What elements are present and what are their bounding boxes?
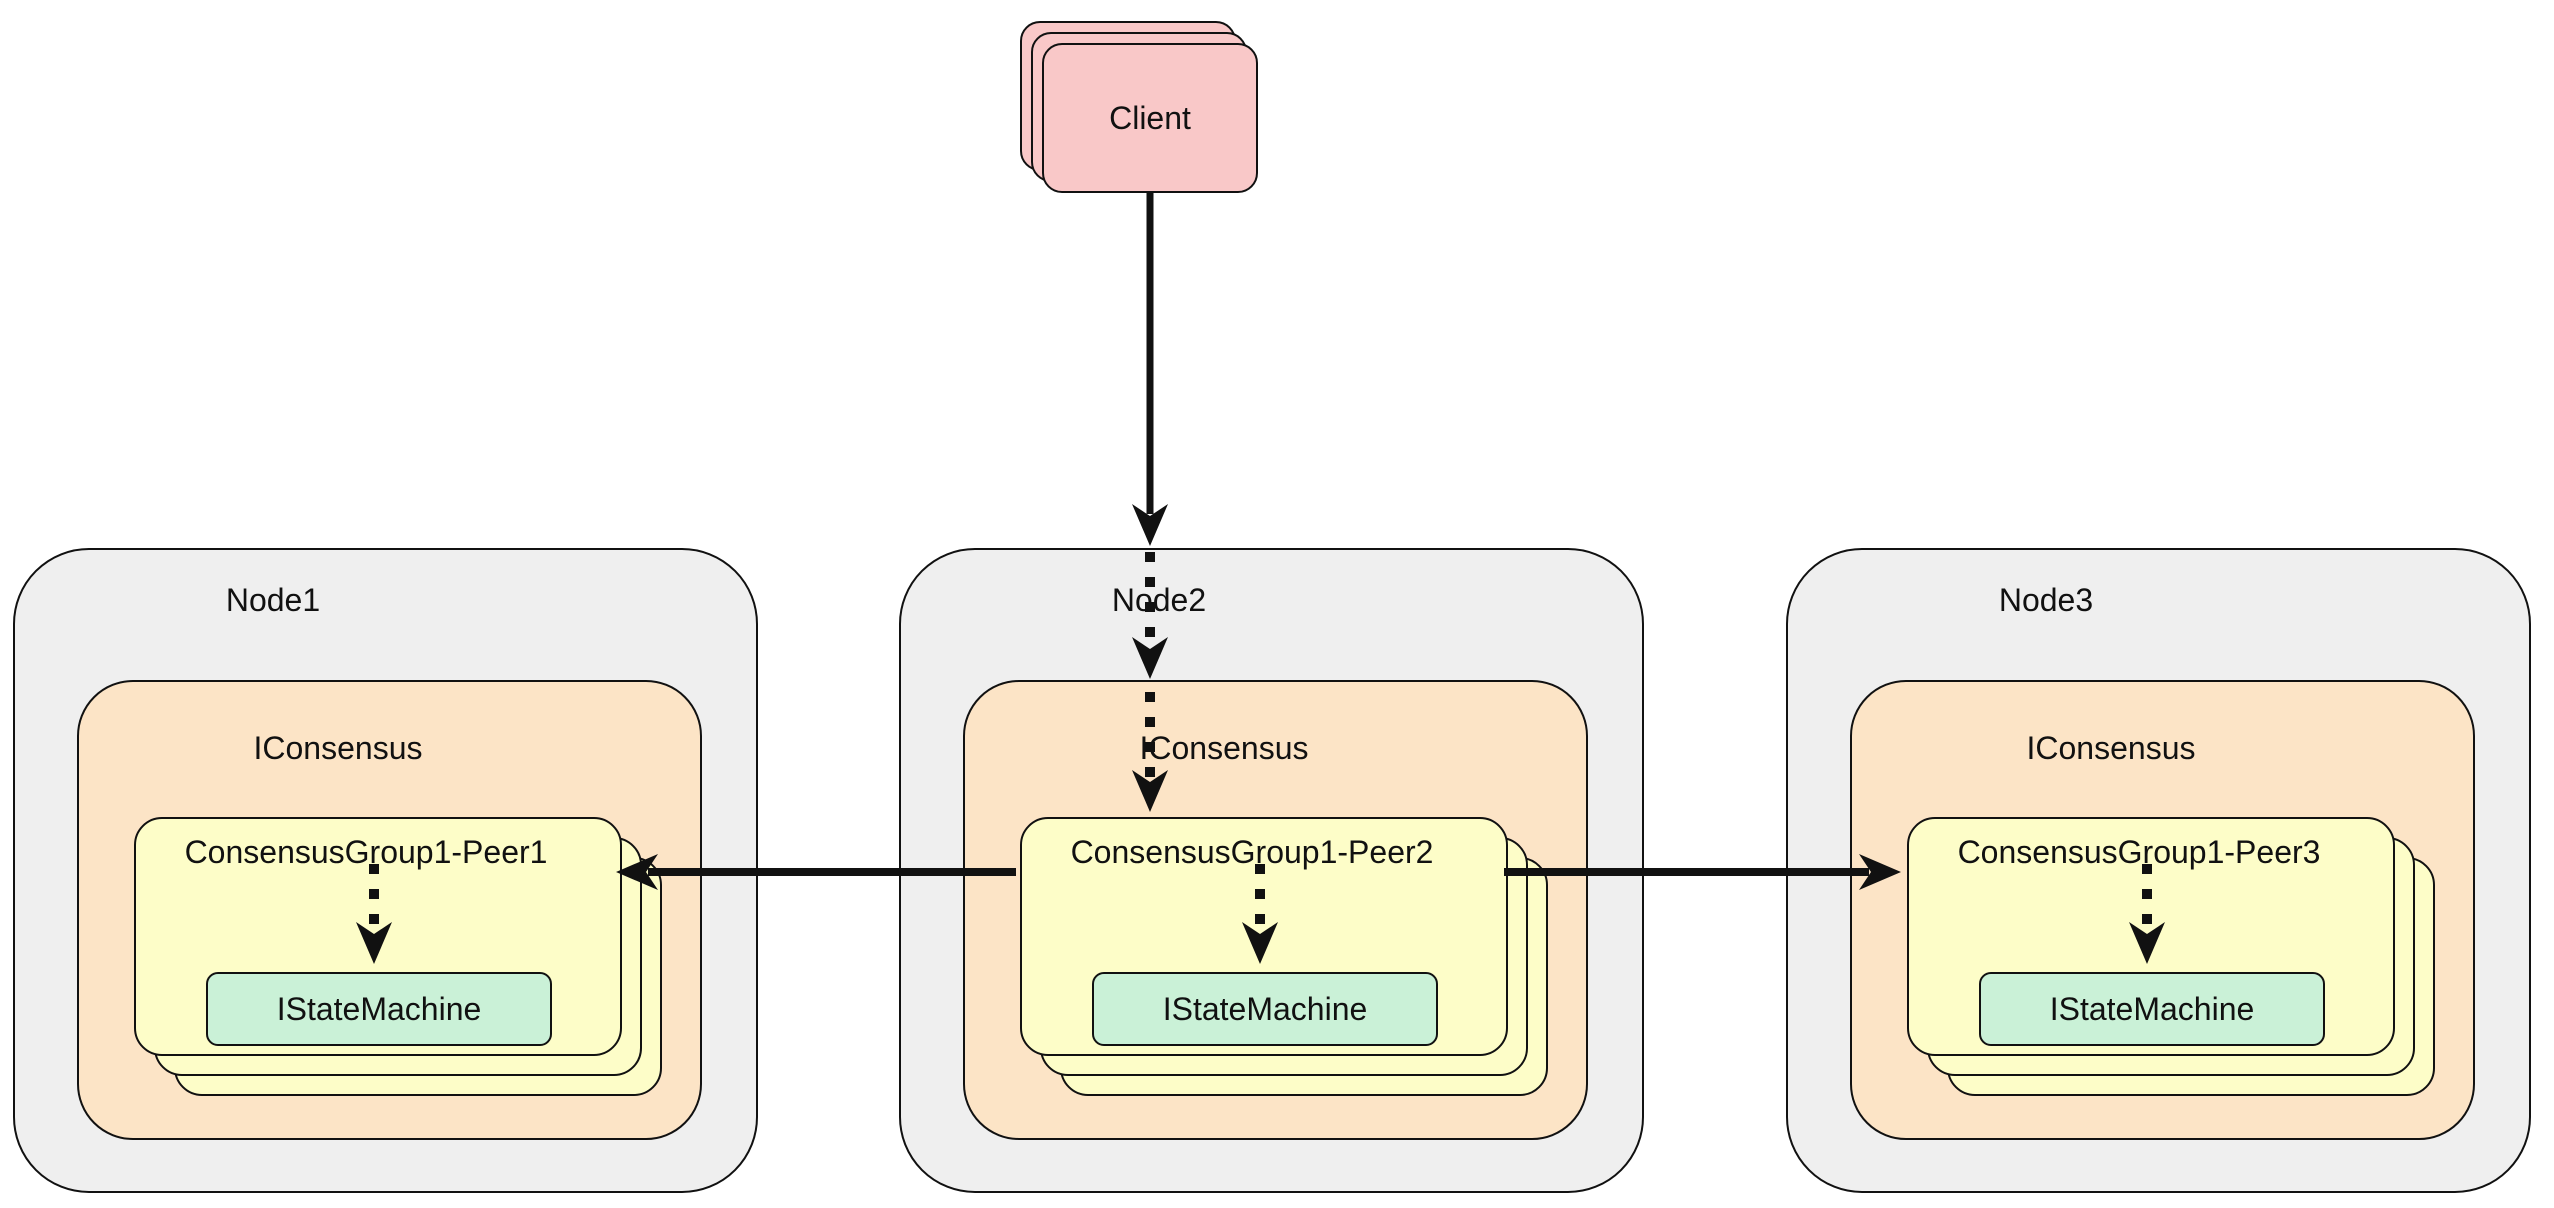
node-title: Node3: [1998, 582, 2094, 618]
node-node3: Node3 IConsensus ConsensusGroup1-Peer3 I…: [1786, 548, 2531, 1193]
iconsensus-label: IConsensus: [2026, 730, 2196, 766]
istatemachine-label: IStateMachine: [1162, 991, 1368, 1027]
peer-card: ConsensusGroup1-Peer1 IStateMachine: [134, 817, 622, 1056]
istatemachine-label: IStateMachine: [276, 991, 482, 1027]
node-title: Node1: [225, 582, 321, 618]
peer-card: ConsensusGroup1-Peer2 IStateMachine: [1020, 817, 1508, 1056]
istatemachine-label: IStateMachine: [2049, 991, 2255, 1027]
iconsensus-box: IConsensus ConsensusGroup1-Peer1 IStateM…: [77, 680, 702, 1140]
client-card: Client: [1042, 43, 1258, 193]
istatemachine-box: IStateMachine: [206, 972, 552, 1046]
client-label: Client: [1109, 100, 1191, 136]
iconsensus-box: IConsensus ConsensusGroup1-Peer2 IStateM…: [963, 680, 1588, 1140]
node-node1: Node1 IConsensus ConsensusGroup1-Peer1 I…: [13, 548, 758, 1193]
peer-label: ConsensusGroup1-Peer1: [184, 834, 548, 870]
istatemachine-box: IStateMachine: [1092, 972, 1438, 1046]
node-title: Node2: [1111, 582, 1207, 618]
iconsensus-box: IConsensus ConsensusGroup1-Peer3 IStateM…: [1850, 680, 2475, 1140]
iconsensus-label: IConsensus: [253, 730, 423, 766]
peer-card: ConsensusGroup1-Peer3 IStateMachine: [1907, 817, 2395, 1056]
iconsensus-label: IConsensus: [1139, 730, 1309, 766]
node-node2: Node2 IConsensus ConsensusGroup1-Peer2 I…: [899, 548, 1644, 1193]
istatemachine-box: IStateMachine: [1979, 972, 2325, 1046]
peer-label: ConsensusGroup1-Peer3: [1957, 834, 2321, 870]
peer-label: ConsensusGroup1-Peer2: [1070, 834, 1434, 870]
arrow-client-to-node2: [1132, 193, 1168, 546]
